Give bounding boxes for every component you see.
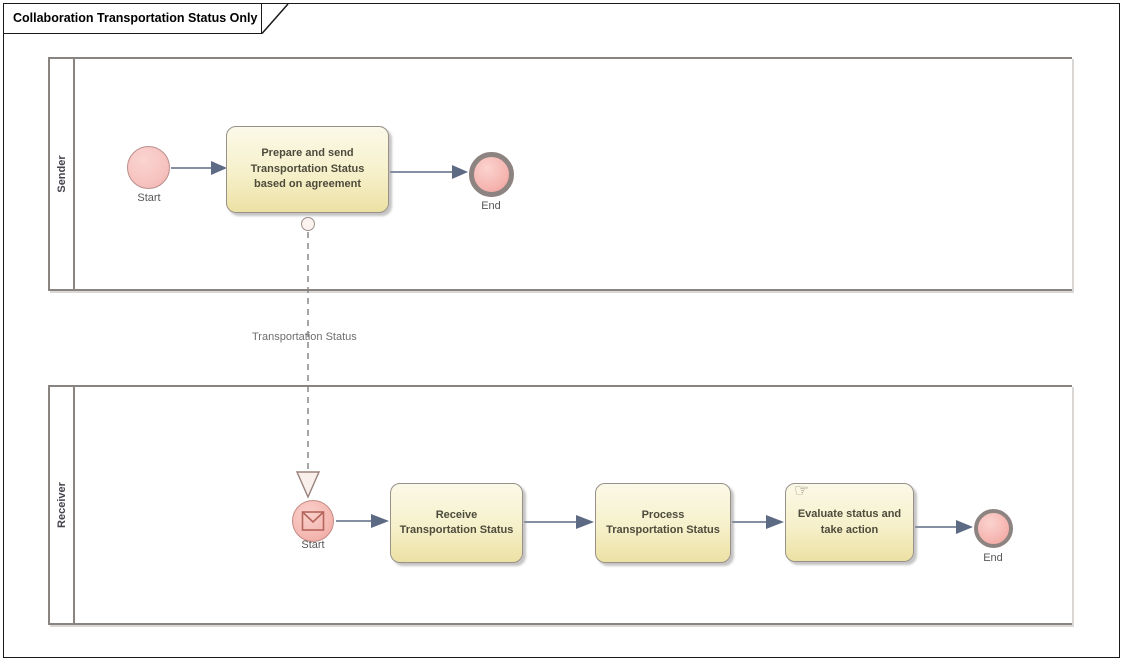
start-event-receiver-label: Start	[301, 539, 325, 551]
task-evaluate-status[interactable]: ☞ Evaluate status and take action	[785, 481, 914, 562]
lane-label-receiver: Receiver	[55, 482, 68, 528]
manual-task-hand-icon: ☞	[794, 481, 810, 500]
pool-sender[interactable]: Sender	[48, 57, 1072, 291]
task-receive-label: Receive Transportation Status	[399, 508, 514, 536]
lane-label-sender: Sender	[55, 155, 68, 193]
start-event-sender[interactable]	[127, 146, 170, 189]
diagram-frame	[3, 3, 1120, 658]
message-start-event-receiver[interactable]	[292, 500, 334, 542]
end-event-sender-label: End	[481, 200, 501, 212]
task-process-label: Process Transportation Status	[606, 508, 720, 536]
end-event-receiver[interactable]	[974, 509, 1013, 548]
end-event-receiver-label: End	[983, 552, 1003, 564]
task-receive-transportation-status[interactable]: Receive Transportation Status	[390, 483, 523, 563]
envelope-icon	[301, 511, 325, 531]
end-event-sender[interactable]	[469, 152, 514, 197]
lane-band-sender[interactable]: Sender	[50, 59, 75, 289]
message-flow-label: Transportation Status	[252, 331, 357, 343]
task-process-transportation-status[interactable]: Process Transportation Status	[595, 483, 731, 563]
lane-band-receiver[interactable]: Receiver	[50, 387, 75, 623]
pool-receiver[interactable]: Receiver	[48, 385, 1072, 625]
message-flow-source-anchor	[301, 217, 315, 231]
task-evaluate-label: Evaluate status and take action	[797, 508, 902, 536]
start-event-sender-label: Start	[137, 192, 161, 204]
task-prepare-and-send[interactable]: Prepare and send Transportation Status b…	[226, 126, 389, 213]
diagram-title-tab: Collaboration Transportation Status Only	[3, 3, 262, 34]
task-prepare-label: Prepare and send Transportation Status b…	[250, 147, 365, 191]
diagram-title: Collaboration Transportation Status Only	[13, 11, 258, 25]
